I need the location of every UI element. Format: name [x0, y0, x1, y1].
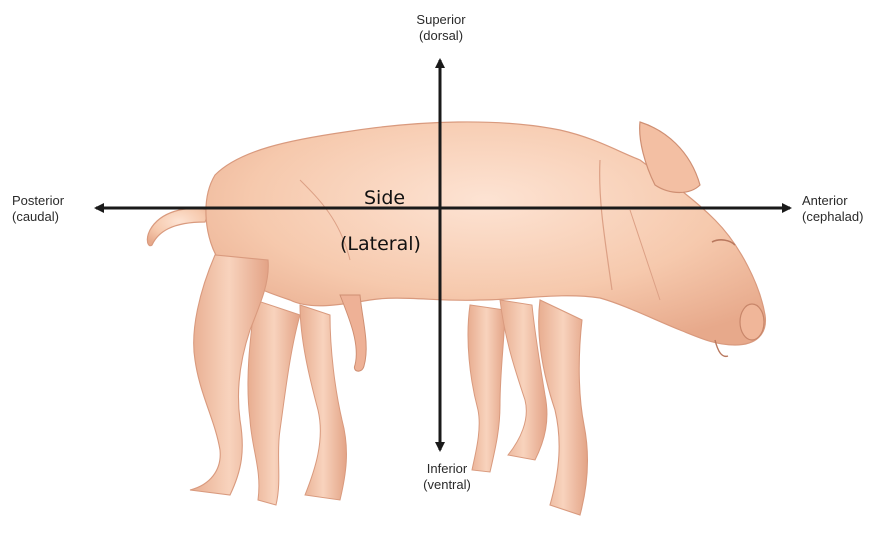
- posterior-label: Posterior (caudal): [12, 193, 64, 225]
- anterior-label-line1: Anterior: [802, 193, 863, 209]
- side-label: Side: [364, 187, 405, 209]
- inferior-label-line1: Inferior: [0, 461, 885, 477]
- posterior-label-line2: (caudal): [12, 209, 64, 225]
- pig-snout: [740, 304, 764, 340]
- lateral-label: (Lateral): [340, 233, 421, 255]
- inferior-label: Inferior (ventral): [0, 461, 885, 493]
- pig-tail: [147, 208, 210, 245]
- pig-illustration: [147, 122, 765, 515]
- superior-label-line1: Superior: [0, 12, 882, 28]
- posterior-label-line1: Posterior: [12, 193, 64, 209]
- anterior-label: Anterior (cephalad): [802, 193, 863, 225]
- pig-umbilical-cord: [340, 295, 366, 371]
- pig-fore-leg-far: [468, 305, 505, 472]
- superior-label-line2: (dorsal): [0, 28, 882, 44]
- superior-label: Superior (dorsal): [0, 12, 882, 44]
- inferior-label-line2: (ventral): [0, 477, 885, 493]
- anterior-label-line2: (cephalad): [802, 209, 863, 225]
